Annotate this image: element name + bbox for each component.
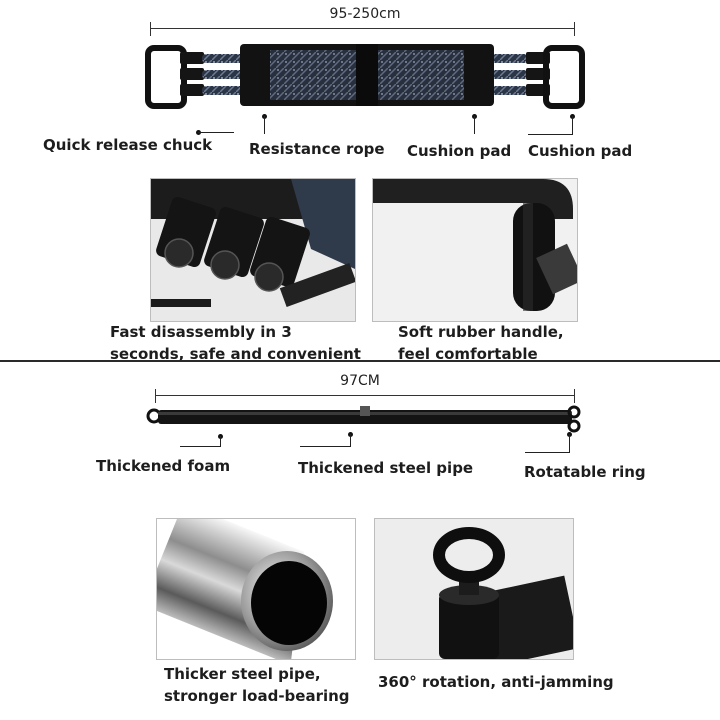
chuck-detail-caption: Fast disassembly in 3 seconds, safe and …: [110, 321, 361, 365]
top-length-label: 95-250cm: [329, 6, 401, 22]
callout-resistance-rope: Resistance rope: [249, 140, 385, 158]
callout-thickened-steel-pipe: Thickened steel pipe: [298, 459, 474, 477]
callout-rotatable-ring: Rotatable ring: [524, 463, 646, 481]
resistance-band-trainer-image: [145, 44, 585, 109]
steel-pipe-detail-caption: Thicker steel pipe, stronger load-bearin…: [164, 663, 350, 707]
handle-caption-line-1: Soft rubber handle,: [398, 323, 564, 341]
steel-bar-image: [146, 405, 581, 433]
handle-detail-caption: Soft rubber handle, feel comfortable: [398, 321, 564, 365]
chuck-caption-line-2: seconds, safe and convenient: [110, 345, 361, 363]
steel-pipe-caption-line-2: stronger load-bearing: [164, 687, 350, 705]
steel-pipe-detail-photo: [156, 518, 356, 660]
callout-cushion-pad-1: Cushion pad: [407, 142, 512, 160]
handle-caption-line-2: feel comfortable: [398, 345, 538, 363]
rotating-ring-caption-line-1: 360° rotation, anti-jamming: [378, 673, 614, 691]
rotating-ring-detail-caption: 360° rotation, anti-jamming: [378, 671, 614, 693]
callout-cushion-pad-2: Cushion pad: [528, 142, 633, 160]
chuck-detail-photo: [150, 178, 356, 322]
bar-length-label: 97CM: [340, 373, 380, 389]
chuck-caption-line-1: Fast disassembly in 3: [110, 323, 292, 341]
callout-quick-release-chuck: Quick release chuck: [43, 136, 213, 154]
rotating-ring-detail-photo: [374, 518, 574, 660]
section-divider: [0, 360, 720, 362]
steel-pipe-caption-line-1: Thicker steel pipe,: [164, 665, 321, 683]
handle-detail-photo: [372, 178, 578, 322]
callout-thickened-foam: Thickened foam: [96, 457, 231, 475]
